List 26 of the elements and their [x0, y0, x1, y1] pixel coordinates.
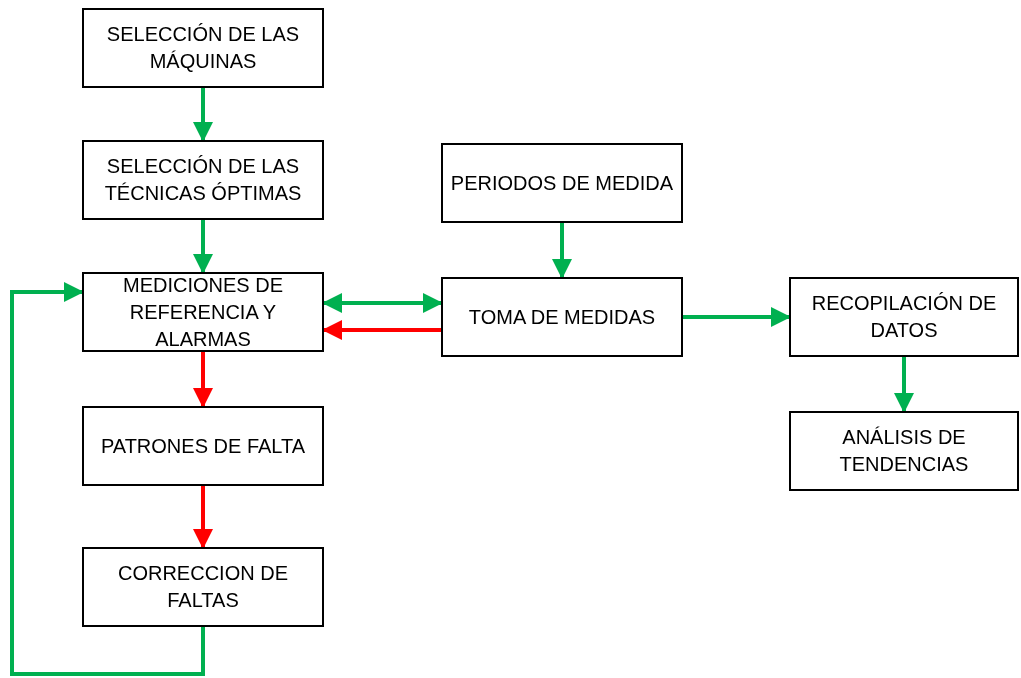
- arrow: [894, 357, 914, 413]
- arrow: [193, 220, 213, 274]
- box-label: MEDICIONES DE REFERENCIA Y ALARMAS: [122, 272, 284, 352]
- arrow: [552, 223, 572, 279]
- arrow: [193, 352, 213, 408]
- box-label: CORRECCION DE FALTAS: [117, 561, 289, 613]
- process-box: [441, 143, 683, 223]
- process-box: [789, 277, 1019, 357]
- process-box: [82, 406, 324, 486]
- box-label: PERIODOS DE MEDIDA: [450, 170, 674, 196]
- process-box: [82, 547, 324, 627]
- box-label: SELECCIÓN DE LAS TÉCNICAS ÓPTIMAS: [103, 154, 303, 206]
- process-box: [82, 272, 324, 352]
- box-label: PATRONES DE FALTA: [100, 433, 306, 459]
- box-label: RECOPILACIÓN DE DATOS: [810, 291, 998, 343]
- box-label: TOMA DE MEDIDAS: [468, 304, 656, 330]
- arrow: [193, 88, 213, 142]
- box-label: SELECCIÓN DE LAS MÁQUINAS: [105, 22, 301, 74]
- arrow: [10, 282, 205, 676]
- process-box: [789, 411, 1019, 491]
- arrow: [193, 486, 213, 549]
- process-box: [441, 277, 683, 357]
- arrow: [683, 307, 791, 327]
- process-box: [82, 8, 324, 88]
- process-box: [82, 140, 324, 220]
- box-label: ANÁLISIS DE TENDENCIAS: [838, 425, 970, 477]
